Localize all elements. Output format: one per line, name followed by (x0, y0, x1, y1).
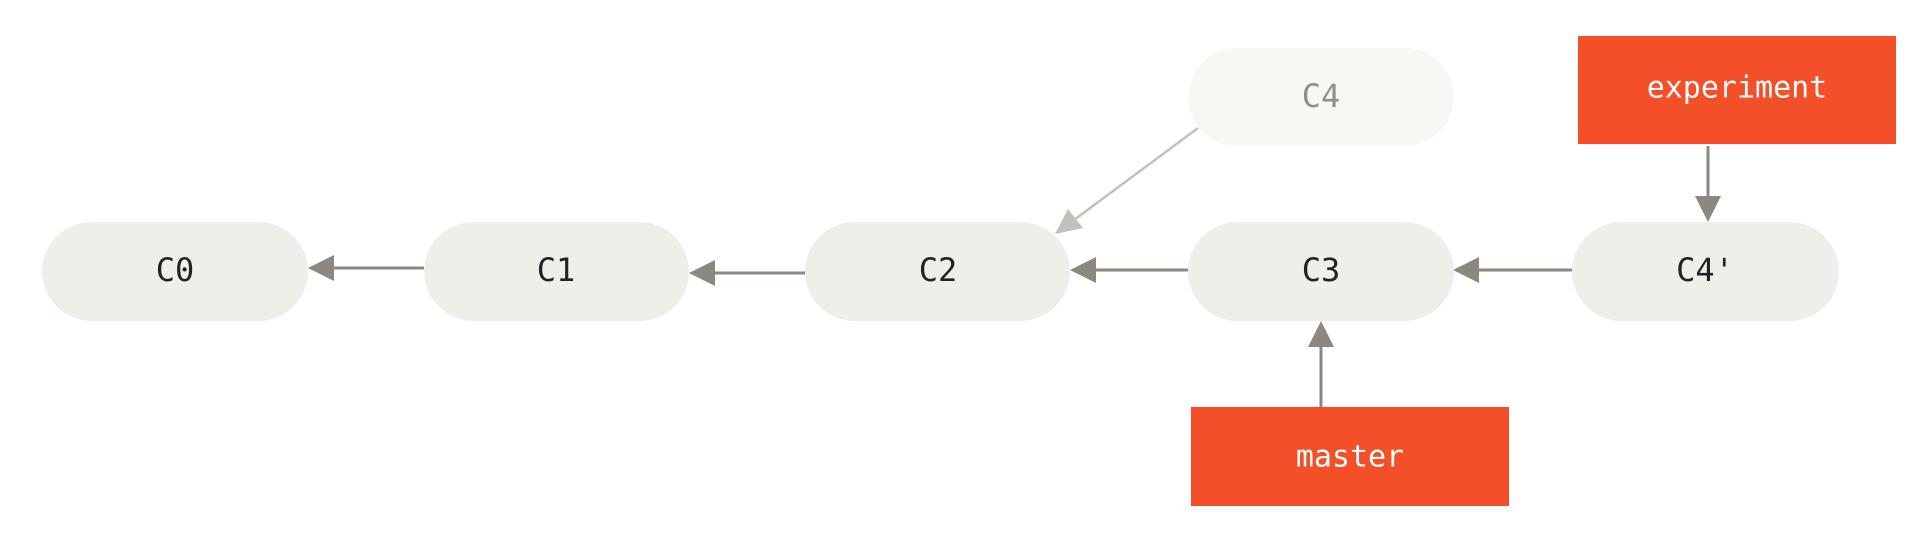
branch-experiment-label: experiment (1647, 71, 1828, 106)
commit-c4-original: C4 (1188, 48, 1454, 146)
parent-arrow-c2-to-c1 (689, 260, 805, 286)
branch-arrow-experiment (1695, 146, 1721, 222)
branch-experiment: experiment (1578, 36, 1896, 144)
parent-arrow-c3-to-c2 (1070, 257, 1188, 283)
commit-c1: C1 (424, 222, 689, 321)
branch-arrow-master (1308, 321, 1334, 407)
commit-c0-label: C0 (156, 251, 195, 289)
parent-arrow-c4-original-to-c2 (1055, 126, 1199, 234)
parent-arrow-c4-rebased-to-c3 (1453, 257, 1572, 283)
branch-master: master (1191, 407, 1509, 506)
commit-c3: C3 (1188, 222, 1454, 321)
commit-c4-rebased: C4' (1572, 222, 1839, 321)
commit-c2-label: C2 (919, 251, 958, 289)
commit-c4-rebased-label: C4' (1676, 251, 1734, 289)
commit-c1-label: C1 (537, 251, 576, 289)
branch-master-label: master (1296, 440, 1404, 475)
commit-c0: C0 (42, 222, 308, 321)
commit-c4-original-label: C4 (1302, 77, 1341, 115)
commit-c3-label: C3 (1302, 251, 1341, 289)
parent-arrow-c1-to-c0 (308, 255, 424, 281)
commit-c2: C2 (805, 222, 1070, 321)
